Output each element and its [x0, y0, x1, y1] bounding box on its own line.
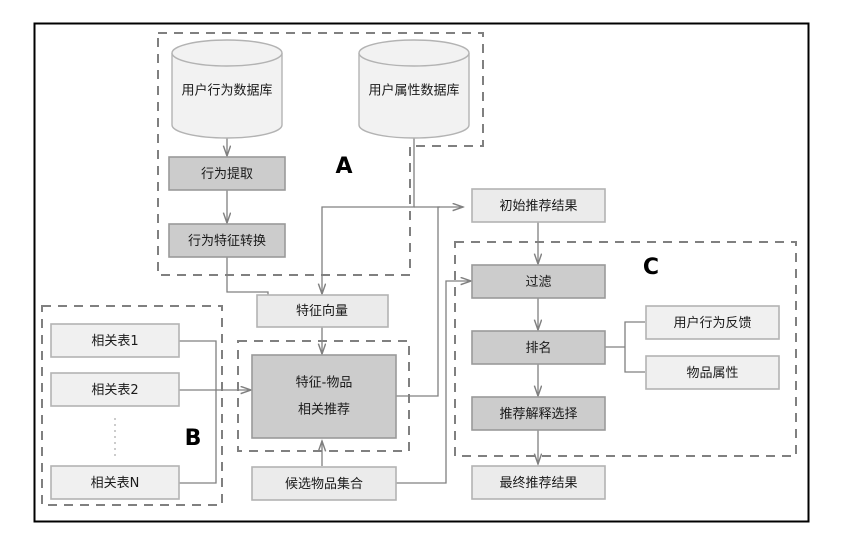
group-letter-a: A: [335, 154, 352, 179]
node-label-behavior-feature-transform: 行为特征转换: [188, 234, 266, 249]
node-final-rec-result[interactable]: 最终推荐结果: [471, 465, 606, 500]
node-feature-item-rec[interactable]: 特征-物品 相关推荐: [251, 354, 397, 439]
node-label-user-attr-db: 用户属性数据库: [368, 83, 459, 99]
node-behavior-feature-transform[interactable]: 行为特征转换: [168, 223, 286, 258]
node-user-behavior-feedback[interactable]: 用户行为反馈: [645, 305, 780, 340]
edge-rec-to-initialresult: [396, 207, 463, 397]
node-user-attr-db[interactable]: 用户属性数据库: [358, 39, 470, 139]
node-label-user-behavior-feedback: 用户行为反馈: [673, 315, 751, 331]
group-a-boundary: [157, 32, 484, 276]
edge-relationtableN-bus: [179, 390, 217, 484]
node-label-user-behavior-db: 用户行为数据库: [181, 83, 272, 99]
node-behavior-extract[interactable]: 行为提取: [168, 156, 286, 191]
node-label-item-attribute: 物品属性: [686, 366, 738, 381]
node-relation-table-n[interactable]: 相关表N: [50, 465, 180, 500]
group-letter-c: C: [643, 255, 659, 280]
node-rec-explain-select[interactable]: 推荐解释选择: [471, 396, 606, 431]
node-label-relation-table-1: 相关表1: [91, 334, 138, 349]
node-label-relation-table-n: 相关表N: [91, 476, 140, 491]
node-feature-vector[interactable]: 特征向量: [256, 294, 389, 328]
node-label-feature-item-rec-line1: 特征-物品: [296, 376, 353, 391]
node-ranking[interactable]: 排名: [471, 330, 606, 365]
node-label-final-rec-result: 最终推荐结果: [499, 475, 577, 491]
node-label-feature-vector: 特征向量: [296, 303, 348, 319]
node-item-attribute[interactable]: 物品属性: [645, 355, 780, 390]
node-label-filter: 过滤: [525, 275, 551, 290]
edge-attrdb-to-featurevector: [322, 138, 415, 294]
group-b-boundary: [41, 305, 223, 506]
edge-relationtable1-bus: [179, 340, 217, 390]
node-label-relation-table-2: 相关表2: [91, 383, 138, 398]
node-label-ranking: 排名: [525, 340, 551, 356]
node-label-rec-explain-select: 推荐解释选择: [499, 407, 577, 422]
edge-candidate-to-filter-loop: [396, 281, 471, 484]
node-label-initial-rec-result: 初始推荐结果: [499, 199, 577, 214]
group-letter-b: B: [185, 426, 202, 451]
node-label-feature-item-rec-line2: 相关推荐: [298, 403, 350, 418]
node-relation-table-1[interactable]: 相关表1: [50, 323, 180, 358]
node-label-behavior-extract: 行为提取: [201, 166, 253, 182]
node-label-candidate-item-set: 候选物品集合: [285, 476, 363, 492]
node-user-behavior-db[interactable]: 用户行为数据库: [171, 39, 283, 139]
node-filter[interactable]: 过滤: [471, 264, 606, 299]
node-candidate-item-set[interactable]: 候选物品集合: [251, 466, 397, 501]
group-c-boundary: [454, 241, 797, 457]
node-initial-rec-result[interactable]: 初始推荐结果: [471, 188, 606, 223]
edge-transform-to-featurevector: [226, 257, 269, 295]
node-relation-table-2[interactable]: 相关表2: [50, 372, 180, 407]
